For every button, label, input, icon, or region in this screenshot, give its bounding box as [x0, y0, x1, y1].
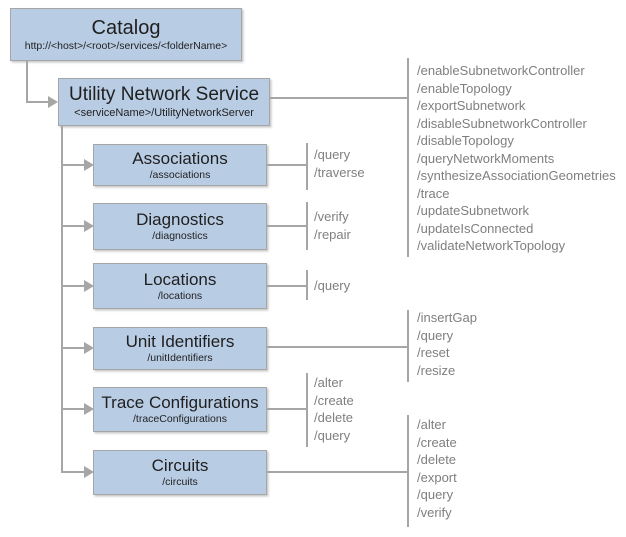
connector-line: [267, 346, 408, 348]
operation-label: /query: [314, 427, 351, 443]
operation-label: /query: [417, 327, 454, 343]
resource-path: /locations: [157, 289, 203, 302]
operation-label: /enableTopology: [417, 80, 512, 96]
trace-configurations-operations-list: /alter /create /delete /query: [314, 374, 354, 444]
resource-node-diagnostics: Diagnostics /diagnostics: [93, 203, 267, 250]
arrowhead-icon: [84, 159, 94, 171]
resource-title: Unit Identifiers: [125, 332, 235, 351]
operation-label: /query: [314, 147, 351, 162]
trunk-line: [61, 126, 63, 473]
operation-label: /enableSubnetworkController: [417, 63, 585, 78]
resource-path: /traceConfigurations: [133, 413, 227, 425]
connector-line: [62, 347, 85, 349]
arrowhead-icon: [84, 342, 94, 354]
resource-title: Circuits: [151, 456, 209, 475]
resource-title: Diagnostics: [136, 210, 224, 229]
operation-label: /verify: [417, 504, 452, 520]
connector-line: [267, 285, 307, 287]
bracket-line: [407, 310, 409, 382]
connector-line: [270, 97, 408, 99]
operation-label: /repair: [314, 226, 351, 242]
operation-label: /export: [417, 469, 457, 485]
service-operations-list: /enableSubnetworkController /enableTopol…: [417, 62, 616, 255]
catalog-node: Catalog http://<host>/<root>/services/<f…: [10, 8, 242, 61]
connector-line: [26, 101, 48, 103]
operation-label: /create: [417, 434, 457, 450]
bracket-line: [306, 373, 308, 447]
catalog-title: Catalog: [91, 17, 161, 39]
bracket-line: [306, 143, 308, 190]
operation-label: /updateIsConnected: [417, 220, 534, 236]
connector-line: [26, 61, 28, 103]
service-path: <serviceName>/UtilityNetworkServer: [74, 107, 254, 119]
operation-label: /disableTopology: [417, 133, 514, 148]
operation-label: /updateSubnetwork: [417, 203, 530, 218]
operation-label: /alter: [417, 417, 446, 432]
bracket-line: [306, 270, 308, 300]
operation-label: /query: [314, 278, 351, 293]
resource-node-trace-configurations: Trace Configurations /traceConfiguration…: [93, 387, 267, 432]
operation-label: /alter: [314, 375, 343, 390]
operation-label: /insertGap: [417, 310, 477, 325]
resource-title: Associations: [132, 148, 228, 168]
operation-label: /reset: [417, 345, 450, 360]
connector-line: [62, 225, 85, 227]
connector-line: [267, 164, 307, 166]
resource-node-circuits: Circuits /circuits: [93, 450, 267, 495]
operation-label: /synthesizeAssociationGeometries: [417, 168, 616, 183]
bracket-line: [407, 58, 409, 257]
operation-label: /verify: [314, 209, 349, 224]
connector-line: [62, 408, 85, 410]
operation-label: /queryNetworkMoments: [417, 150, 555, 166]
operation-label: /delete: [417, 452, 457, 467]
circuits-operations-list: /alter /create /delete /export /query /v…: [417, 416, 457, 521]
resource-node-unit-identifiers: Unit Identifiers /unitIdentifiers: [93, 327, 267, 370]
operation-label: /traverse: [314, 164, 365, 180]
operation-label: /query: [417, 487, 454, 502]
connector-line: [267, 408, 307, 410]
resource-path: /circuits: [162, 476, 198, 488]
unit-identifiers-operations-list: /insertGap /query /reset /resize: [417, 309, 477, 379]
resource-path: /diagnostics: [152, 230, 208, 242]
resource-path: /associations: [149, 168, 211, 181]
resource-title: Locations: [143, 269, 217, 289]
operation-label: /disableSubnetworkController: [417, 115, 587, 131]
arrowhead-icon: [84, 220, 94, 232]
resource-title: Trace Configurations: [101, 393, 259, 412]
resource-path: /unitIdentifiers: [147, 352, 213, 364]
bracket-line: [306, 202, 308, 250]
operation-label: /delete: [314, 410, 354, 425]
resource-node-locations: Locations /locations: [93, 263, 267, 309]
arrowhead-icon: [84, 280, 94, 292]
operation-label: /validateNetworkTopology: [417, 238, 566, 253]
service-title: Utility Network Service: [68, 84, 260, 105]
service-node: Utility Network Service <serviceName>/Ut…: [58, 78, 270, 126]
connector-line: [62, 164, 85, 166]
connector-line: [267, 471, 408, 473]
connector-line: [62, 471, 85, 473]
arrowhead-icon: [84, 466, 94, 478]
locations-operations-list: /query: [314, 277, 350, 295]
operation-label: /resize: [417, 362, 456, 378]
operation-label: /create: [314, 392, 354, 408]
associations-operations-list: /query /traverse: [314, 146, 365, 181]
diagnostics-operations-list: /verify /repair: [314, 208, 351, 243]
operation-label: /trace: [417, 185, 450, 201]
connector-line: [267, 225, 307, 227]
resource-node-associations: Associations /associations: [93, 144, 267, 186]
arrowhead-icon: [84, 403, 94, 415]
catalog-url: http://<host>/<root>/services/<folderNam…: [24, 40, 228, 52]
operation-label: /exportSubnetwork: [417, 98, 526, 113]
connector-line: [62, 285, 85, 287]
arrowhead-icon: [48, 96, 58, 108]
bracket-line: [407, 415, 409, 527]
